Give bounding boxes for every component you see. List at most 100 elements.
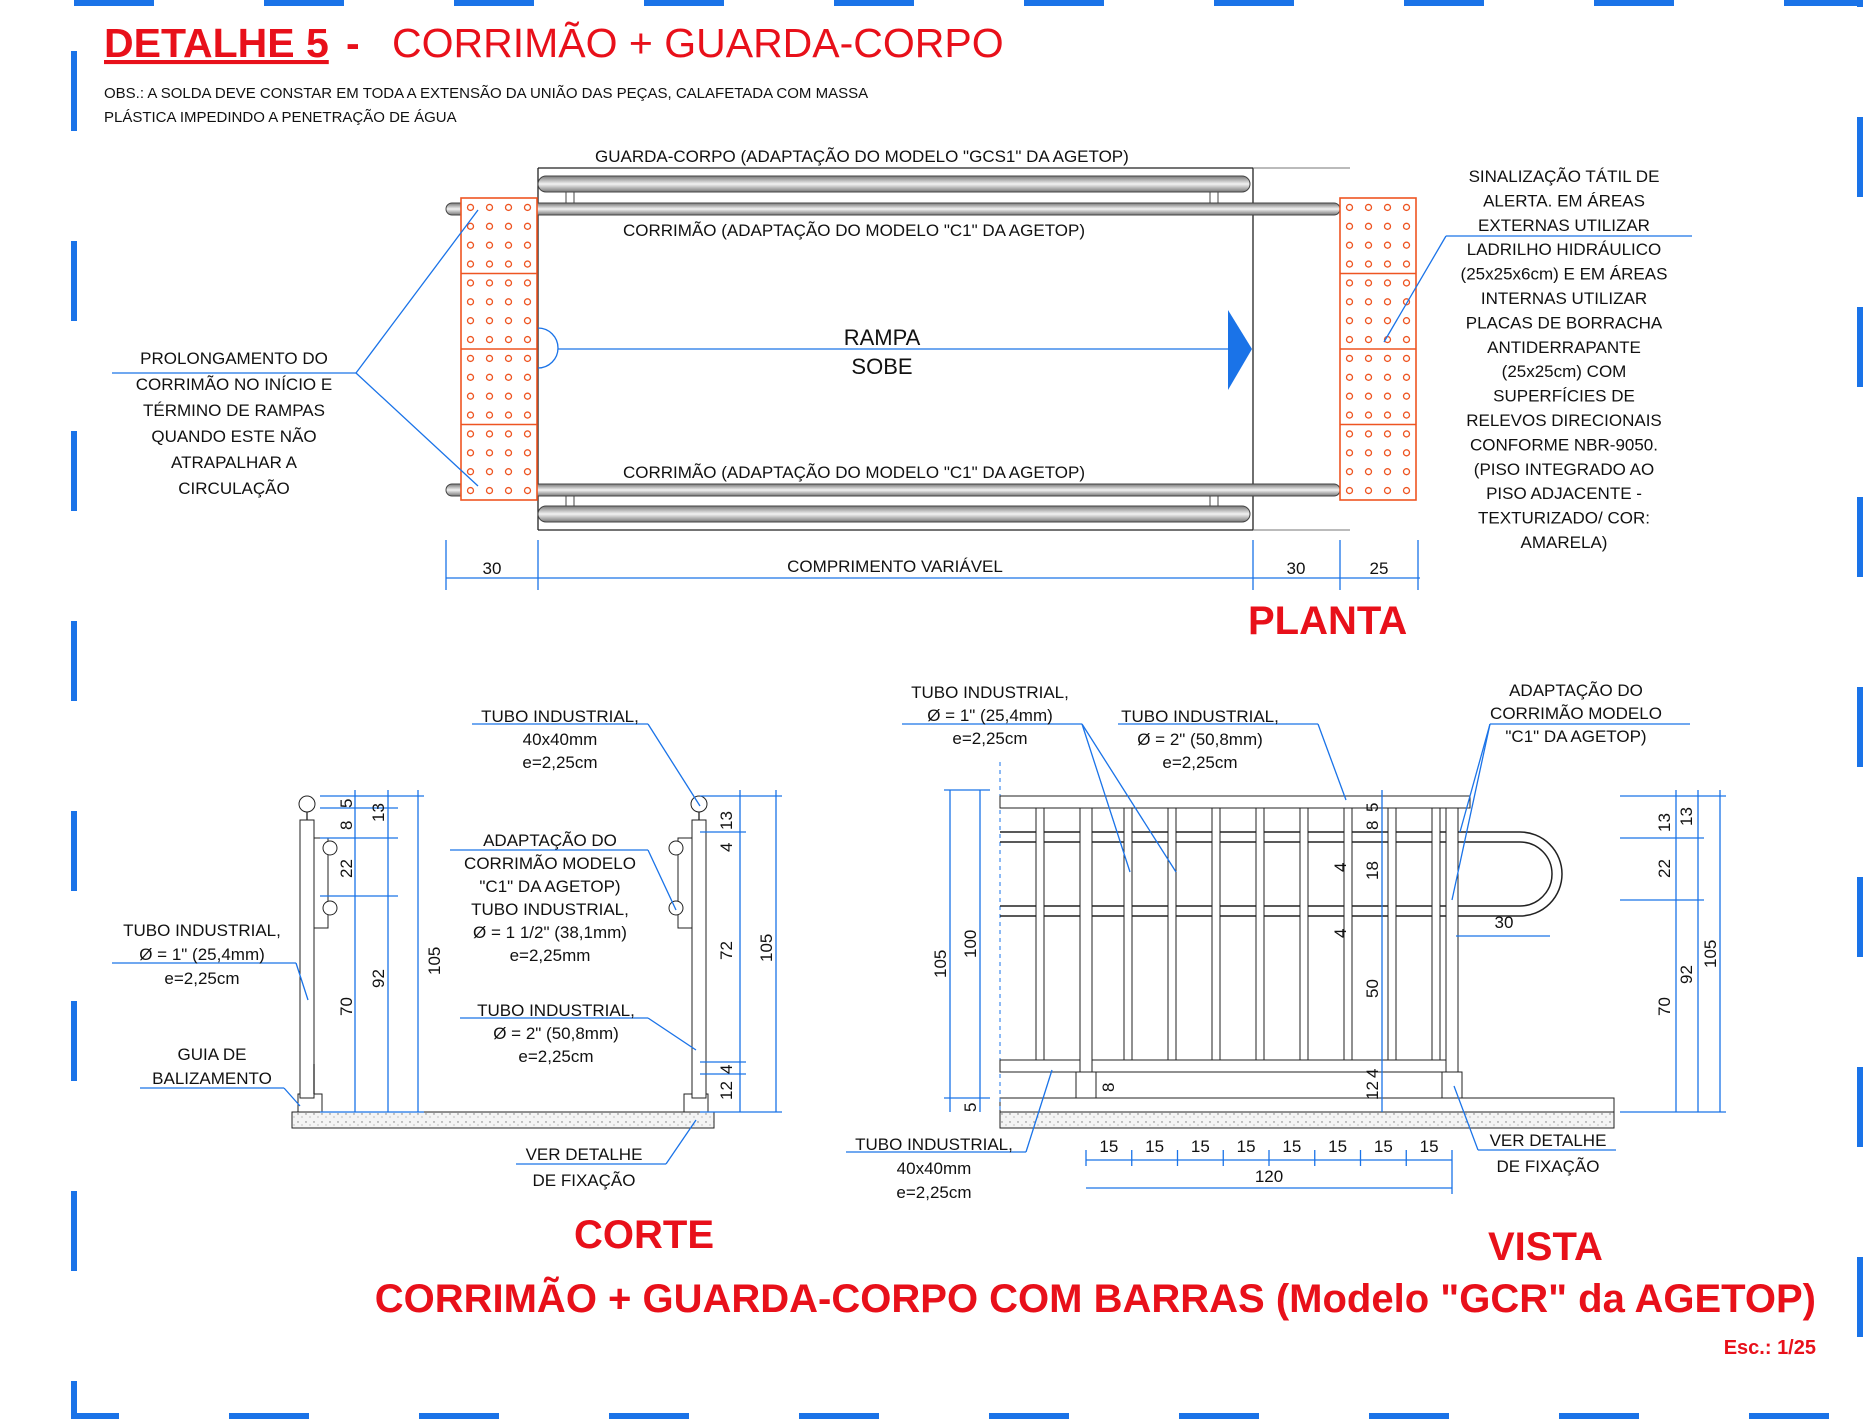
label-line: SUPERFÍCIES DE — [1493, 387, 1635, 406]
tactile-dot — [485, 222, 494, 230]
vista-bar — [1431, 807, 1441, 1061]
vista-dim-105-left: 105 — [931, 950, 950, 978]
tactile-dot — [1383, 317, 1392, 325]
corte-title: CORTE — [574, 1213, 714, 1257]
tactile-dot — [1364, 392, 1373, 400]
footer: CORRIMÃO + GUARDA-CORPO COM BARRAS (Mode… — [375, 1275, 1816, 1359]
tactile-dot — [1402, 411, 1411, 419]
tactile-dot — [1402, 335, 1411, 344]
vista-dim-15: 15 — [1420, 1137, 1439, 1156]
corte-tubo-2-label: TUBO INDUSTRIAL,Ø = 2" (50,8mm)e=2,25cm — [477, 1001, 635, 1066]
label-line: QUANDO ESTE NÃO — [151, 427, 316, 446]
label-line: (25x25cm) COM — [1502, 362, 1627, 381]
label-line: ATRAPALHAR A — [171, 453, 298, 472]
guarda-corpo-label: GUARDA-CORPO (ADAPTAÇÃO DO MODELO "GCS1"… — [595, 147, 1129, 166]
sheet-border — [71, 0, 1863, 1419]
label-line: RELEVOS DIRECIONAIS — [1466, 411, 1662, 430]
tactile-dot — [466, 411, 475, 419]
vista-dim-mid-50: 50 — [1363, 979, 1382, 998]
tactile-dot — [1345, 298, 1354, 306]
corte-dim-r72: 72 — [717, 941, 736, 960]
tactile-dot — [523, 203, 532, 212]
tactile-dot — [1345, 468, 1354, 476]
tactile-dot — [1383, 203, 1392, 212]
detail-number: DETALHE 5 — [104, 20, 329, 66]
label-line: CONFORME NBR-9050. — [1470, 435, 1658, 454]
tactile-dot — [485, 317, 494, 325]
tactile-dot — [1383, 486, 1392, 495]
tactile-dot — [504, 411, 513, 419]
vista-bar — [1343, 807, 1353, 1061]
vista-bar — [1387, 807, 1397, 1061]
tactile-dot — [1402, 486, 1411, 495]
corte-view: 5 8 13 22 70 92 105 13 4 72 4 12 105 TUB — [112, 707, 782, 1257]
scale-label: Esc.: 1/25 — [1724, 1337, 1816, 1359]
vista-bar — [1167, 807, 1177, 1061]
tactile-dot — [485, 373, 494, 381]
label-line: Ø = 2" (50,8mm) — [1137, 730, 1263, 749]
tactile-dot — [1383, 430, 1392, 438]
tactile-dot — [1345, 411, 1354, 419]
tactile-dot — [523, 298, 532, 306]
dim-planta-30-left: 30 — [483, 559, 502, 578]
dim-planta-25: 25 — [1370, 559, 1389, 578]
label-line: ALERTA. EM ÁREAS — [1483, 191, 1645, 210]
tactile-dot — [1364, 411, 1373, 419]
tactile-dot — [485, 430, 494, 438]
tactile-dot — [1402, 468, 1411, 476]
tactile-dot — [466, 392, 475, 400]
vista-dim-mid-8: 8 — [1363, 821, 1382, 830]
tactile-dot — [466, 317, 475, 325]
label-line: TUBO INDUSTRIAL, — [481, 707, 639, 726]
tactile-dot — [1345, 449, 1354, 457]
label-line: ANTIDERRAPANTE — [1487, 338, 1641, 357]
tactile-dot — [523, 222, 532, 230]
vista-dim-mid-4a: 4 — [1331, 863, 1350, 872]
corte-dim-r13: 13 — [717, 811, 736, 830]
label-line: INTERNAS UTILIZAR — [1481, 289, 1647, 308]
tactile-dot — [485, 335, 494, 344]
tactile-dot — [466, 260, 475, 268]
vista-dim-mid-5: 5 — [1363, 803, 1382, 812]
tactile-dot — [1402, 449, 1411, 457]
label-line: e=2,25cm — [896, 1183, 971, 1202]
vista-dim-mid-12: 12 — [1363, 1081, 1382, 1100]
tactile-dot — [485, 468, 494, 476]
label-line: e=2,25cm — [952, 729, 1027, 748]
tactile-dot — [523, 317, 532, 325]
tactile-dot — [523, 373, 532, 381]
vista-dim-r22: 22 — [1655, 859, 1674, 878]
tactile-dot — [1402, 279, 1411, 287]
tactile-paving-right — [1339, 197, 1417, 501]
tactile-dot — [485, 411, 494, 419]
tactile-dot — [504, 486, 513, 495]
tactile-dot — [485, 260, 494, 268]
tactile-dot — [466, 354, 475, 363]
tactile-dot — [504, 468, 513, 476]
corte-dim-8: 8 — [337, 821, 356, 830]
label-line: ADAPTAÇÃO DO — [1509, 681, 1643, 700]
label-line: SINALIZAÇÃO TÁTIL DE — [1469, 167, 1660, 186]
tactile-dot — [523, 468, 532, 476]
vista-dim-15: 15 — [1145, 1137, 1164, 1156]
tactile-dot — [504, 260, 513, 268]
vista-dim-120: 120 — [1255, 1167, 1283, 1186]
vista-bar — [1035, 807, 1045, 1061]
corte-dim-92: 92 — [369, 969, 388, 988]
tactile-dot — [504, 279, 513, 287]
corte-dim-70: 70 — [337, 997, 356, 1016]
label-line: VER DETALHE — [526, 1145, 643, 1164]
corte-dim-22: 22 — [337, 859, 356, 878]
vista-dim-30: 30 — [1495, 913, 1514, 932]
tactile-dot — [1402, 222, 1411, 230]
vista-dim-mid-8b: 8 — [1099, 1083, 1118, 1092]
tactile-dot — [466, 279, 475, 287]
tactile-dot — [1364, 317, 1373, 325]
tactile-dot — [1402, 392, 1411, 400]
obs-line-2: PLÁSTICA IMPEDINDO A PENETRAÇÃO DE ÁGUA — [104, 109, 457, 126]
obs-line-1: OBS.: A SOLDA DEVE CONSTAR EM TODA A EXT… — [104, 85, 868, 102]
